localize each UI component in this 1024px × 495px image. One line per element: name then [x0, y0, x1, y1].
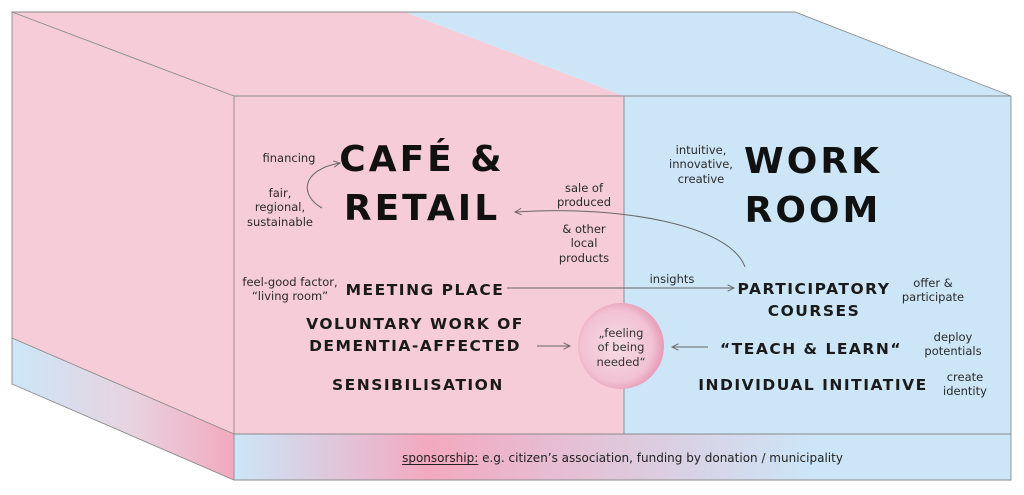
- cafe-title-line2: RETAIL: [343, 187, 501, 229]
- sponsorship-footer: sponsorship: e.g. citizen’s association,…: [234, 451, 1011, 466]
- top-face-blue: [405, 12, 1011, 96]
- top-face-pink: [12, 12, 624, 96]
- sponsorship-keyword: sponsorship:: [402, 451, 479, 465]
- front-face-blue: [624, 96, 1011, 434]
- fair-label: fair,regional,sustainable: [247, 186, 313, 229]
- financing-loop-arrow: [306, 163, 340, 209]
- intuitive-label: intuitive,innovative,creative: [669, 143, 733, 186]
- work-title-line2: ROOM: [744, 189, 882, 231]
- individual-initiative-label: INDIVIDUAL INITIATIVE: [698, 376, 928, 394]
- meeting-place-label: MEETING PLACE: [345, 281, 505, 299]
- sensibilisation-label: SENSIBILISATION: [332, 376, 504, 394]
- insights-label: insights: [649, 272, 695, 286]
- financing-label: financing: [262, 151, 316, 165]
- feeling-needed-bubble: [578, 303, 664, 389]
- sponsorship-details: e.g. citizen’s association, funding by d…: [478, 451, 843, 465]
- work-room-title: WORK ROOM: [738, 138, 888, 235]
- teach-learn-label: “TEACH & LEARN“: [719, 340, 903, 358]
- feel-good-label: feel-good factor,“living room”: [242, 275, 338, 304]
- side-face-pink: [12, 12, 234, 434]
- work-title-line1: WORK: [744, 141, 882, 182]
- sale-arrow: [515, 211, 746, 268]
- front-base: [234, 434, 1011, 480]
- cafe-title-line1: CAFÉ &: [339, 139, 505, 180]
- cafe-retail-title: CAFÉ & RETAIL: [336, 136, 508, 233]
- side-face-base: [12, 338, 234, 480]
- front-face-pink: [234, 96, 624, 434]
- offer-participate-label: offer &participate: [901, 276, 965, 305]
